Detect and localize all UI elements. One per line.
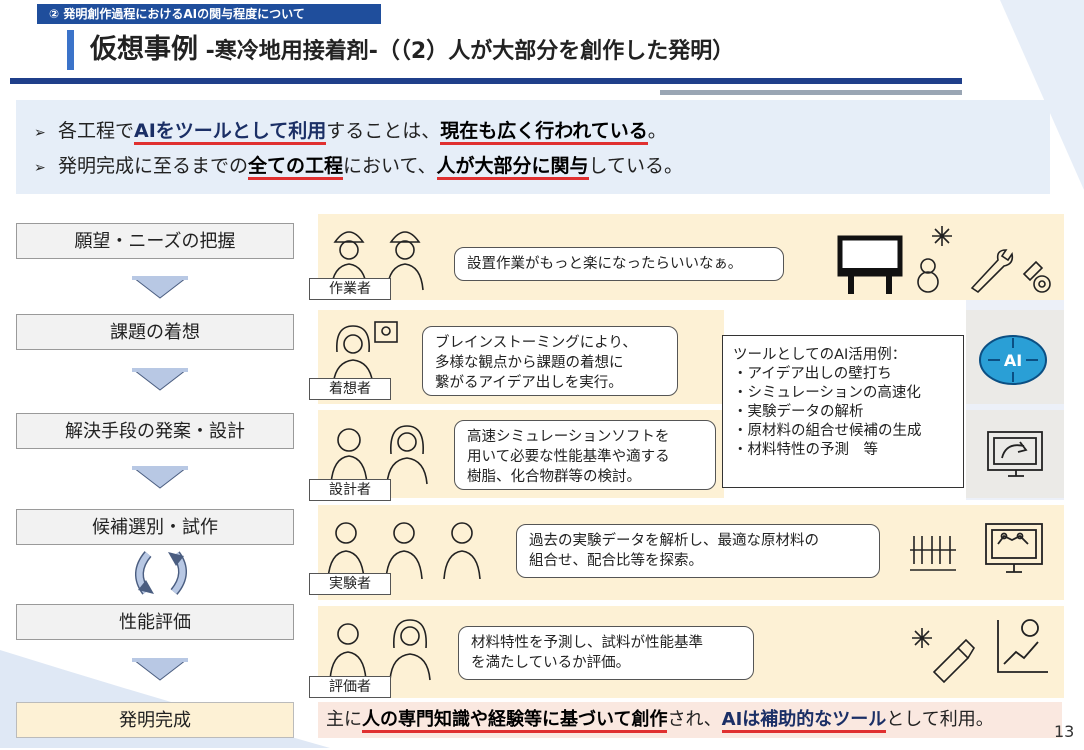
monitor-molecule-icon xyxy=(985,523,1043,573)
role-label-worker: 作業者 xyxy=(309,278,391,300)
summary-highlight-2: AIは補助的なツール xyxy=(721,709,887,733)
band-gradient-decoration xyxy=(966,300,1064,500)
summary-text-a: 主に xyxy=(326,709,362,730)
speech-bubble-selection: 過去の実験データを解析し、最適な原材料の 組合せ、配合比等を探索。 xyxy=(516,524,880,578)
step-design: 解決手段の発案・設計 xyxy=(16,413,294,449)
role-label-experimenter: 実験者 xyxy=(309,573,391,595)
role-label-evaluator: 評価者 xyxy=(309,676,391,698)
tools-box-item: ・原材料の組合せ候補の生成 xyxy=(733,423,922,439)
bubble-line: 繋がるアイデア出しを実行。 xyxy=(435,375,623,391)
bullet-1-text-e: 。 xyxy=(647,120,667,142)
bubble-line: 高速シミュレーションソフトを xyxy=(467,429,670,445)
bullet-panel xyxy=(16,100,1050,194)
ai-tools-box: ツールとしてのAI活用例： ・アイデア出しの壁打ち ・シミュレーションの高速化 … xyxy=(722,335,964,488)
bullet-1-highlight-1: AIをツールとして利用 xyxy=(134,120,327,145)
bubble-line: ブレインストーミングにより、 xyxy=(435,335,637,351)
title-main: 仮想事例 xyxy=(90,34,198,65)
bubble-line: 樹脂、化合物群等の検討。 xyxy=(467,469,641,485)
down-arrow-icon xyxy=(132,466,188,489)
role-label-thinker: 着想者 xyxy=(309,378,391,400)
tools-box-title: ツールとしてのAI活用例： xyxy=(733,347,907,363)
speech-bubble-concept: ブレインストーミングにより、 多様な観点から課題の着想に 繋がるアイデア出しを実… xyxy=(422,326,678,396)
bullet-2-text-c: において、 xyxy=(343,155,437,177)
bubble-line: 組合せ、配合比等を探索。 xyxy=(529,553,703,569)
bullet-2-text-e: している。 xyxy=(588,155,683,177)
bullet-2-highlight-2: 人が大部分に関与 xyxy=(436,155,589,180)
designer-people-icon xyxy=(330,425,428,485)
title-rule xyxy=(10,78,962,84)
cycle-arrows-icon xyxy=(135,551,187,595)
tools-box-item: ・シミュレーションの高速化 xyxy=(733,385,921,401)
bullet-1-text-c: することは、 xyxy=(326,120,441,142)
step-selection: 候補選別・試作 xyxy=(16,509,294,545)
arrow-bullet-icon: ➢ xyxy=(34,160,46,176)
step-concept: 課題の着想 xyxy=(16,314,294,350)
bullet-2-highlight-1: 全ての工程 xyxy=(248,155,344,180)
chart-trend-icon xyxy=(997,619,1048,673)
speech-bubble-evaluation: 材料特性を予測し、試料が性能基準 を満たしているか評価。 xyxy=(458,626,754,680)
bubble-line: を満たしているか評価。 xyxy=(471,655,631,671)
speech-bubble-needs: 設置作業がもっと楽になったらいいなぁ。 xyxy=(454,247,784,281)
experimenter-people-icon xyxy=(327,522,481,580)
tools-icon xyxy=(970,249,1051,294)
step-evaluation: 性能評価 xyxy=(16,604,294,640)
role-label-designer: 設計者 xyxy=(309,479,391,501)
evaluator-people-icon xyxy=(329,619,431,681)
test-tubes-icon xyxy=(910,536,956,571)
summary-text-c: され、 xyxy=(667,709,722,730)
thinker-person-icon xyxy=(332,321,398,387)
snowman-snowflake-icon xyxy=(917,226,952,293)
summary-highlight-1: 人の専門知識や経験等に基づいて創作 xyxy=(362,709,668,733)
bubble-line: 多様な観点から課題の着想に xyxy=(435,355,624,371)
corner-decoration xyxy=(1000,0,1084,190)
bubble-line: 用いて必要な性能基準や適する xyxy=(467,449,670,465)
ai-icon-label: AI xyxy=(1004,351,1022,370)
title-rule-secondary xyxy=(660,90,962,95)
tools-box-item: ・実験データの解析 xyxy=(733,404,864,420)
ai-brain-icon: AI xyxy=(979,335,1047,385)
title-accent-bar xyxy=(67,30,74,70)
speech-bubble-design: 高速シミュレーションソフトを 用いて必要な性能基準や適する 樹脂、化合物群等の検… xyxy=(454,420,716,490)
bullet-2: ➢ 発明完成に至るまでの全ての工程において、人が大部分に関与している。 xyxy=(34,151,683,180)
down-arrow-icon xyxy=(132,368,188,391)
bubble-line: 過去の実験データを解析し、最適な原材料の xyxy=(529,533,819,549)
worker-people-icon xyxy=(330,231,424,291)
bubble-line: 材料特性を予測し、試料が性能基準 xyxy=(471,635,703,651)
billboard-icon xyxy=(837,235,903,294)
monitor-design-icon xyxy=(987,431,1043,477)
page-title: 仮想事例 -寒冷地用接着剤-（（2）人が大部分を創作した発明） xyxy=(90,30,734,72)
summary-text-e: として利用。 xyxy=(886,709,994,730)
title-sub: -寒冷地用接着剤-（（2）人が大部分を創作した発明） xyxy=(198,39,735,64)
tools-box-item: ・アイデア出しの壁打ち xyxy=(733,366,892,382)
summary-statement: 主に人の専門知識や経験等に基づいて創作され、AIは補助的なツールとして利用。 xyxy=(318,702,1062,738)
down-arrow-icon xyxy=(132,658,188,681)
bullet-1-text-a: 各工程で xyxy=(58,120,135,142)
snowflake-glue-icon xyxy=(912,628,976,684)
step-needs: 願望・ニーズの把握 xyxy=(16,223,294,259)
bullet-1: ➢ 各工程でAIをツールとして利用することは、現在も広く行われている。 xyxy=(34,116,667,145)
tools-box-item: ・材料特性の予測 等 xyxy=(733,442,878,458)
page-number: 13 xyxy=(1054,722,1075,741)
step-complete: 発明完成 xyxy=(16,702,294,738)
bullet-2-text-a: 発明完成に至るまでの xyxy=(58,155,249,177)
section-tag: ② 発明創作過程におけるAIの関与程度について xyxy=(37,4,381,24)
bullet-1-highlight-2: 現在も広く行われている xyxy=(440,120,648,145)
down-arrow-icon xyxy=(132,276,188,299)
arrow-bullet-icon: ➢ xyxy=(34,125,46,141)
